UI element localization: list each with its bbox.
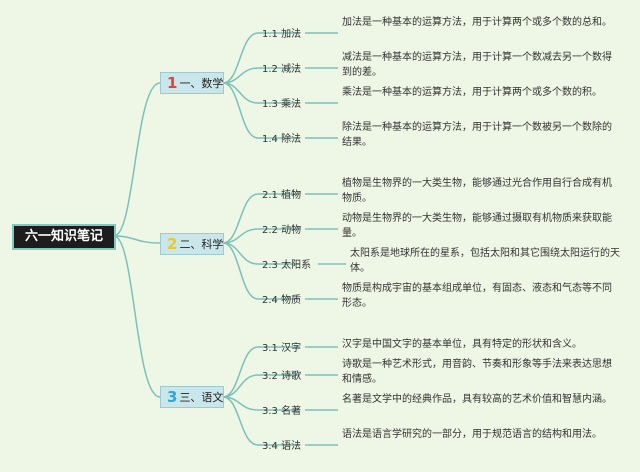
topic-addition[interactable]: 1.1 加法	[262, 29, 302, 40]
topic-animals[interactable]: 2.2 动物	[262, 225, 302, 236]
topic-classics[interactable]: 3.3 名著	[262, 406, 302, 417]
topic-description: 除法是一种基本的运算方法，用于计算一个数被另一个数除的结果。	[342, 122, 612, 148]
topic-description: 植物是生物界的一大类生物，能够通过光合作用自行合成有机物质。	[342, 178, 612, 204]
topic-description: 物质是构成宇宙的基本组成单位，有固态、液态和气态等不同形态。	[342, 283, 612, 309]
category-label: 二、科学	[179, 238, 224, 251]
topic-description: 语法是语言学研究的一部分，用于规范语言的结构和用法。	[342, 429, 602, 440]
topic-description: 名著是文学中的经典作品，具有较高的艺术价值和智慧内涵。	[342, 394, 612, 405]
topic-description: 乘法是一种基本的运算方法，用于计算两个或多个数的积。	[342, 87, 602, 98]
category-number: 2	[167, 235, 178, 253]
topic-description: 太阳系是地球所在的星系，包括太阳和其它围绕太阳运行的天体。	[350, 248, 620, 274]
topic-description: 加法是一种基本的运算方法，用于计算两个或多个数的总和。	[342, 17, 612, 28]
category-number: 1	[167, 74, 178, 92]
topic-description: 动物是生物界的一大类生物，能够通过摄取有机物质来获取能量。	[342, 213, 612, 239]
topic-chinese-characters[interactable]: 3.1 汉字	[262, 343, 302, 354]
category-label: 三、语文	[179, 391, 224, 404]
root-node[interactable]: 六一知识笔记	[12, 224, 116, 250]
category-label: 一、数学	[179, 77, 224, 90]
topic-description: 减法是一种基本的运算方法，用于计算一个数减去另一个数得到的差。	[342, 52, 612, 78]
topic-grammar[interactable]: 3.4 语法	[262, 441, 302, 452]
category-number: 3	[167, 388, 178, 406]
topic-poetry[interactable]: 3.2 诗歌	[262, 371, 302, 382]
topic-plants[interactable]: 2.1 植物	[262, 190, 302, 201]
topic-subtraction[interactable]: 1.2 减法	[262, 64, 302, 75]
topic-description: 汉字是中国文字的基本单位，具有特定的形状和含义。	[342, 339, 582, 350]
topic-description: 诗歌是一种艺术形式，用音韵、节奏和形象等手法来表达思想和情感。	[342, 359, 612, 385]
topic-division[interactable]: 1.4 除法	[262, 134, 302, 145]
topic-matter[interactable]: 2.4 物质	[262, 295, 302, 306]
topic-solar-system[interactable]: 2.3 太阳系	[262, 260, 312, 271]
topic-multiplication[interactable]: 1.3 乘法	[262, 99, 302, 110]
